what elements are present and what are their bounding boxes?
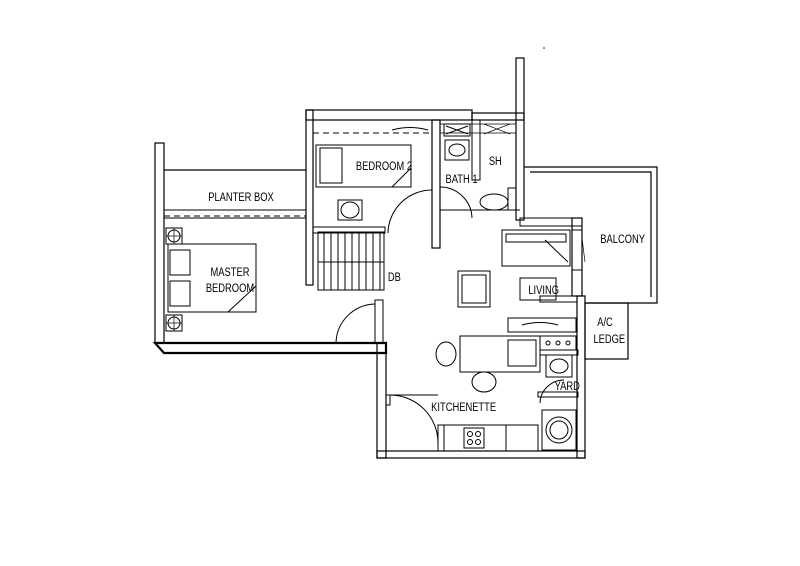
room-labels: PLANTER BOX BEDROOM 2 BATH 1 SH BALCONY … — [206, 155, 645, 414]
label-bedroom-2: BEDROOM 2 — [356, 160, 412, 173]
label-shower: SH — [489, 155, 502, 168]
label-living: LIVING — [528, 284, 559, 297]
label-planter-box: PLANTER BOX — [208, 191, 273, 204]
label-bath-1: BATH 1 — [446, 173, 478, 186]
doors — [335, 186, 565, 444]
label-master-bedroom-line2: BEDROOM — [206, 282, 254, 295]
label-ac-ledge-line2: LEDGE — [593, 333, 625, 346]
stray-dot — [543, 47, 545, 49]
furniture — [165, 123, 586, 452]
label-yard: YARD — [555, 380, 580, 393]
stairs — [317, 231, 385, 291]
label-master-bedroom-line1: MASTER — [211, 266, 250, 279]
label-kitchenette: KITCHENETTE — [431, 401, 496, 414]
label-db: DB — [388, 271, 401, 284]
label-ac-ledge-line1: A/C — [597, 316, 613, 329]
label-balcony: BALCONY — [600, 233, 645, 246]
